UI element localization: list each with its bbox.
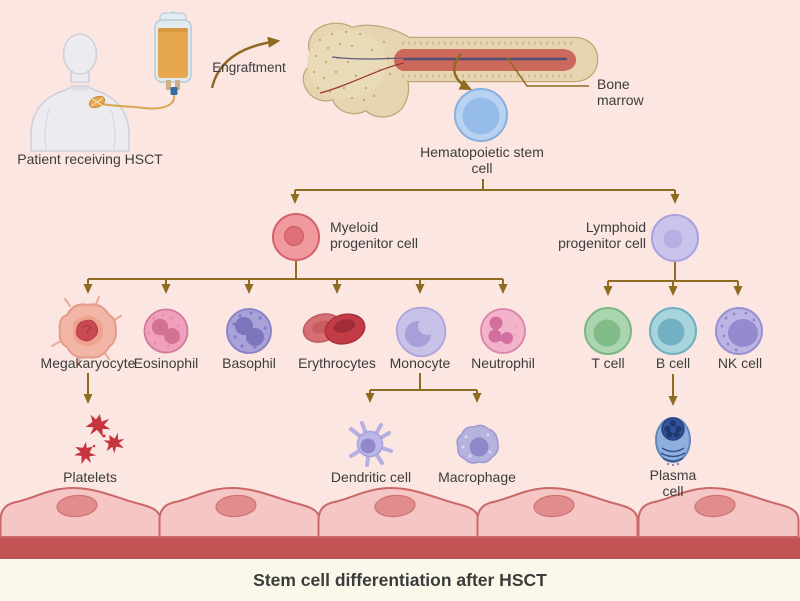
t-cell xyxy=(584,307,632,355)
iv-clamp xyxy=(170,87,178,95)
label-hsc: Hematopoietic stem cell xyxy=(420,144,544,176)
label-neutrophil: Neutrophil xyxy=(471,355,535,371)
label-nk-cell: NK cell xyxy=(717,355,763,371)
hsc-cell xyxy=(454,88,508,142)
caption-bar: Stem cell differentiation after HSCT xyxy=(0,559,800,601)
label-dendritic-cell: Dendritic cell xyxy=(330,469,412,485)
label-platelets: Platelets xyxy=(63,469,117,485)
label-lymphoid-progenitor: Lymphoid progenitor cell xyxy=(558,219,646,251)
label-patient: Patient receiving HSCT xyxy=(17,151,163,167)
iv-bag xyxy=(88,11,192,110)
label-basophil: Basophil xyxy=(222,355,276,371)
b-cell xyxy=(649,307,697,355)
label-monocyte: Monocyte xyxy=(389,355,451,371)
membrane-bar xyxy=(0,537,800,559)
label-myeloid-progenitor: Myeloid progenitor cell xyxy=(330,219,418,251)
label-bone-marrow: Bone marrow xyxy=(597,76,644,108)
monocyte-cell xyxy=(395,306,447,358)
label-erythrocytes: Erythrocytes xyxy=(298,355,376,371)
platelets-cluster xyxy=(70,412,129,469)
dendritic-cell xyxy=(349,421,393,467)
catheter xyxy=(88,95,106,109)
spongy-texture xyxy=(312,30,392,102)
label-engraftment: Engraftment xyxy=(212,60,286,75)
bone-illustration xyxy=(302,22,599,118)
label-plasma-cell: Plasma cell xyxy=(649,467,697,499)
neutrophil-cell xyxy=(480,308,526,354)
iv-tube xyxy=(101,93,176,110)
plasma-cell xyxy=(655,417,691,466)
megakaryocyte-cell xyxy=(51,296,122,366)
engraftment-arrow xyxy=(210,36,281,89)
patient-head xyxy=(62,33,98,75)
myeloid-progenitor-cell xyxy=(272,213,320,261)
bone-to-hsc-arrow xyxy=(453,53,473,91)
label-b-cell: B cell xyxy=(655,355,691,371)
iv-fluid xyxy=(158,28,188,78)
label-eosinophil: Eosinophil xyxy=(133,355,199,371)
label-macrophage: Macrophage xyxy=(438,469,516,485)
label-megakaryocyte: Megakaryocyte xyxy=(40,355,136,371)
nk-cell xyxy=(715,307,763,355)
patient-figure xyxy=(30,33,130,152)
erythrocytes-cell xyxy=(302,313,366,345)
lymphoid-progenitor-cell xyxy=(651,214,699,262)
tree-connectors xyxy=(83,179,743,406)
label-t-cell: T cell xyxy=(591,355,625,371)
bone-marrow-pointer xyxy=(506,56,589,87)
basophil-cell xyxy=(226,308,272,354)
macrophage-cell xyxy=(456,424,499,464)
diagram-title: Stem cell differentiation after HSCT xyxy=(253,569,547,590)
eosinophil-cell xyxy=(143,308,189,354)
